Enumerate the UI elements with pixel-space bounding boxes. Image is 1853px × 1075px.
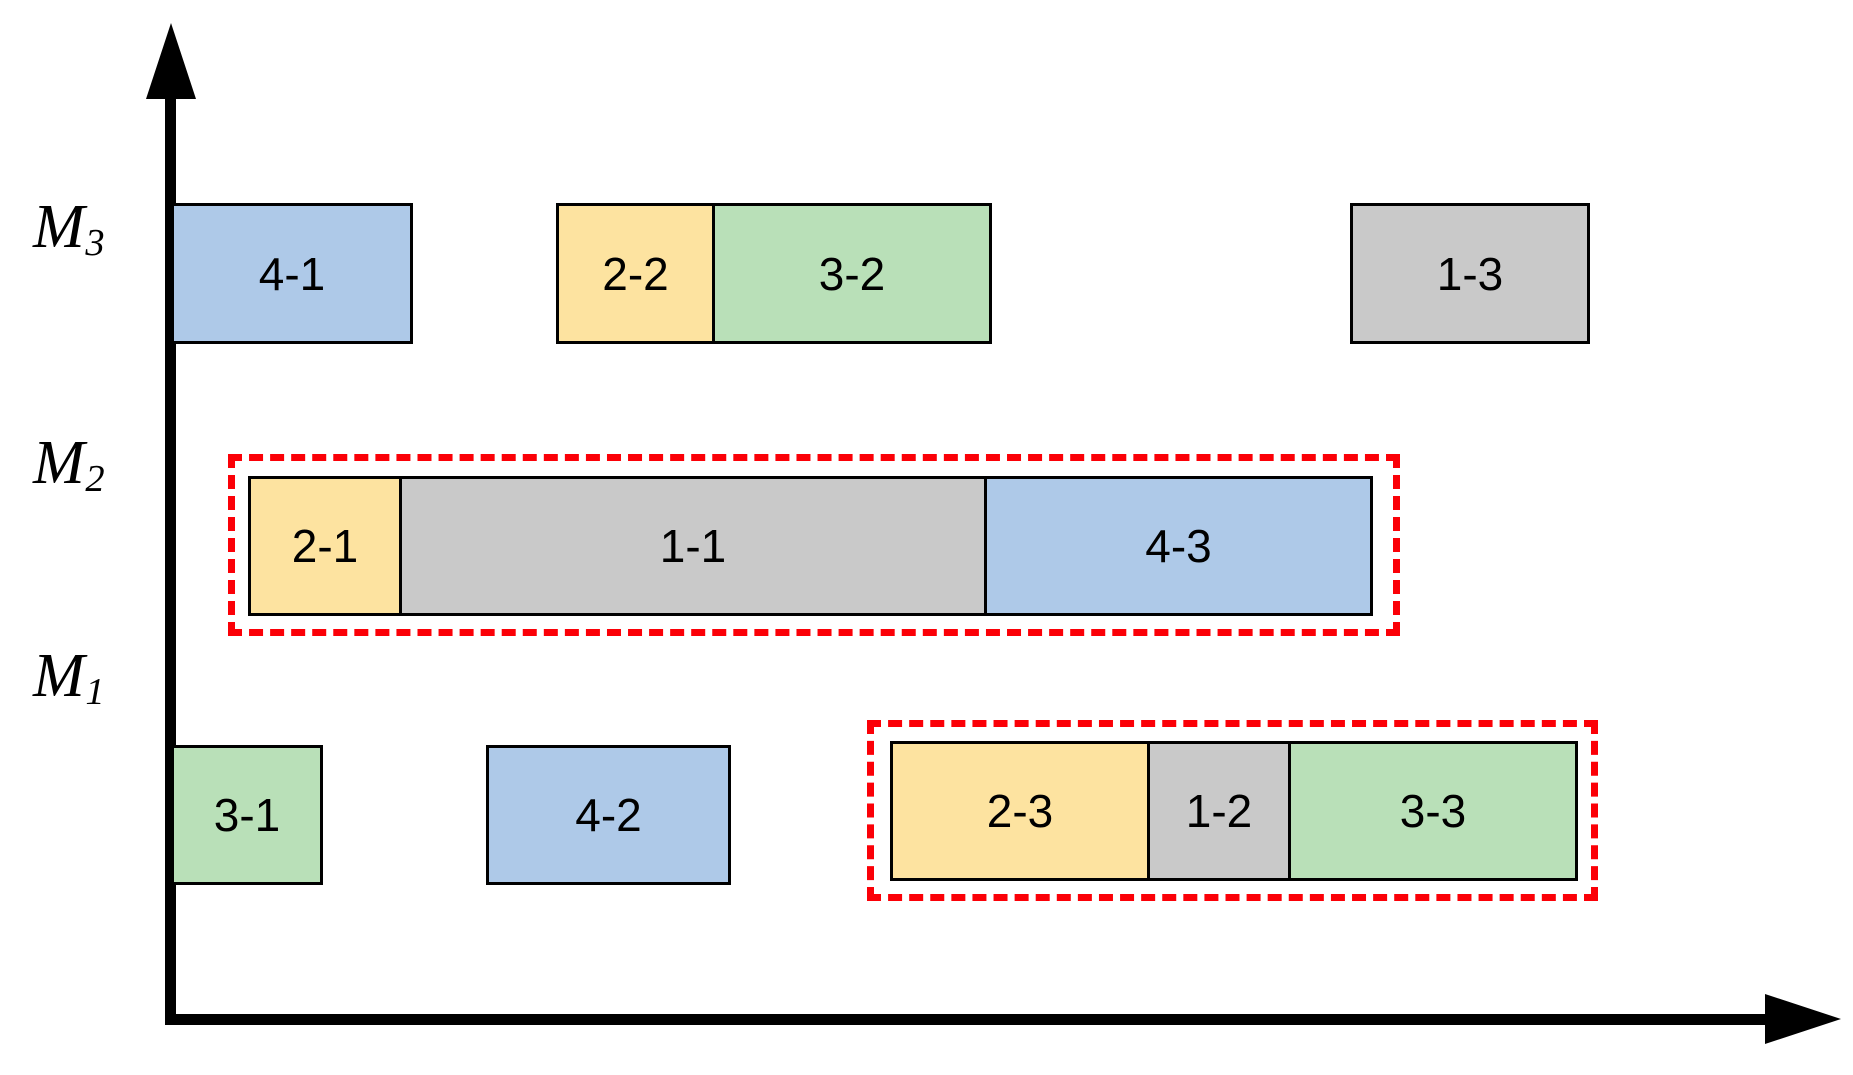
task-bar-4-1[interactable]: 4-1 <box>171 203 413 344</box>
task-bar-2-3[interactable]: 2-3 <box>890 741 1150 881</box>
task-bar-label: 2-2 <box>602 247 669 300</box>
task-bar-label: 1-2 <box>1185 785 1253 837</box>
task-bar-label: 4-1 <box>258 247 326 300</box>
task-bar-2-2[interactable]: 2-2 <box>556 203 715 344</box>
task-bar-3-1[interactable]: 3-1 <box>171 745 323 885</box>
axis-label-m2-text: M <box>33 429 85 497</box>
task-bar-2-1[interactable]: 2-1 <box>248 476 402 616</box>
axis-label-m3-text: M <box>33 193 85 261</box>
axis-label-m1-text: M <box>33 642 85 710</box>
y-axis-line <box>165 95 176 1025</box>
task-bar-1-1[interactable]: 1-1 <box>399 476 987 616</box>
x-axis-arrowhead-icon <box>1765 994 1841 1044</box>
task-bar-label: 3-2 <box>818 247 886 300</box>
axis-label-m3-subscript: 3 <box>85 222 105 265</box>
task-bar-1-3[interactable]: 1-3 <box>1350 203 1590 344</box>
task-bar-4-2[interactable]: 4-2 <box>486 745 731 885</box>
task-bar-label: 1-3 <box>1436 247 1504 300</box>
x-axis-line <box>165 1014 1765 1025</box>
task-bar-3-2[interactable]: 3-2 <box>712 203 992 344</box>
task-bar-3-3[interactable]: 3-3 <box>1288 741 1578 881</box>
task-bar-label: 1-1 <box>659 520 727 572</box>
axis-label-m2-subscript: 2 <box>85 458 105 501</box>
task-bar-label: 4-3 <box>1145 520 1212 572</box>
task-bar-label: 4-2 <box>575 789 642 841</box>
task-bar-label: 3-1 <box>213 789 281 841</box>
task-bar-4-3[interactable]: 4-3 <box>984 476 1373 616</box>
axis-label-m2: M2 <box>33 429 105 499</box>
axis-label-m1-subscript: 1 <box>85 671 105 714</box>
axis-label-m1: M1 <box>33 642 105 712</box>
y-axis-arrowhead-icon <box>146 23 196 99</box>
task-bar-label: 3-3 <box>1399 785 1467 837</box>
task-bar-label: 2-1 <box>291 520 359 572</box>
task-bar-1-2[interactable]: 1-2 <box>1147 741 1291 881</box>
task-bar-label: 2-3 <box>986 785 1054 837</box>
axis-label-m3: M3 <box>33 193 105 263</box>
